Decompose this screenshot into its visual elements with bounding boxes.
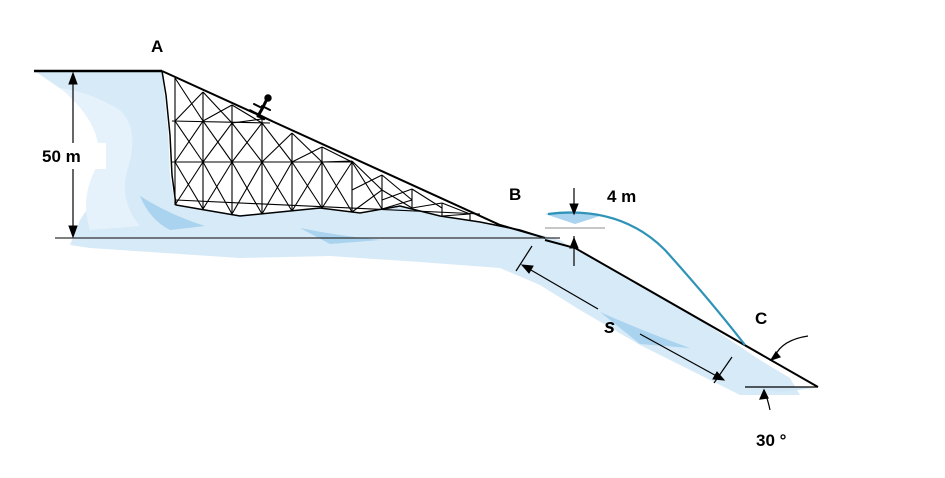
truss-structure-icon (171, 77, 481, 220)
distance-label: s (604, 316, 615, 338)
height-dimension (38, 71, 106, 239)
distance-dimension (515, 245, 733, 384)
snow-streak-4 (545, 211, 600, 224)
hill-underside-line (161, 70, 546, 239)
angle-marks (759, 335, 809, 411)
snow-under-hill (36, 72, 800, 395)
snow-streak-3 (600, 312, 690, 348)
truss-diagonals-a (174, 77, 471, 215)
point-a-label: A (151, 37, 163, 56)
truss-diagonals-b (174, 91, 471, 217)
snow-streak-1 (140, 196, 205, 230)
ramp-height-label: 4 m (607, 187, 636, 206)
snow-shading (36, 72, 815, 395)
ramp-height-dimension (545, 188, 605, 266)
skier-icon (249, 94, 273, 122)
truss-horizontals (171, 120, 481, 215)
snow-streak-2 (300, 228, 380, 244)
height-label: 50 m (42, 147, 81, 166)
angle-label: 30 ° (756, 431, 787, 450)
jump-trajectory (547, 211, 746, 346)
point-b-label: B (509, 185, 521, 204)
terrain-lines (34, 69, 819, 388)
truss-verticals (174, 78, 471, 220)
point-c-label: C (755, 309, 767, 328)
